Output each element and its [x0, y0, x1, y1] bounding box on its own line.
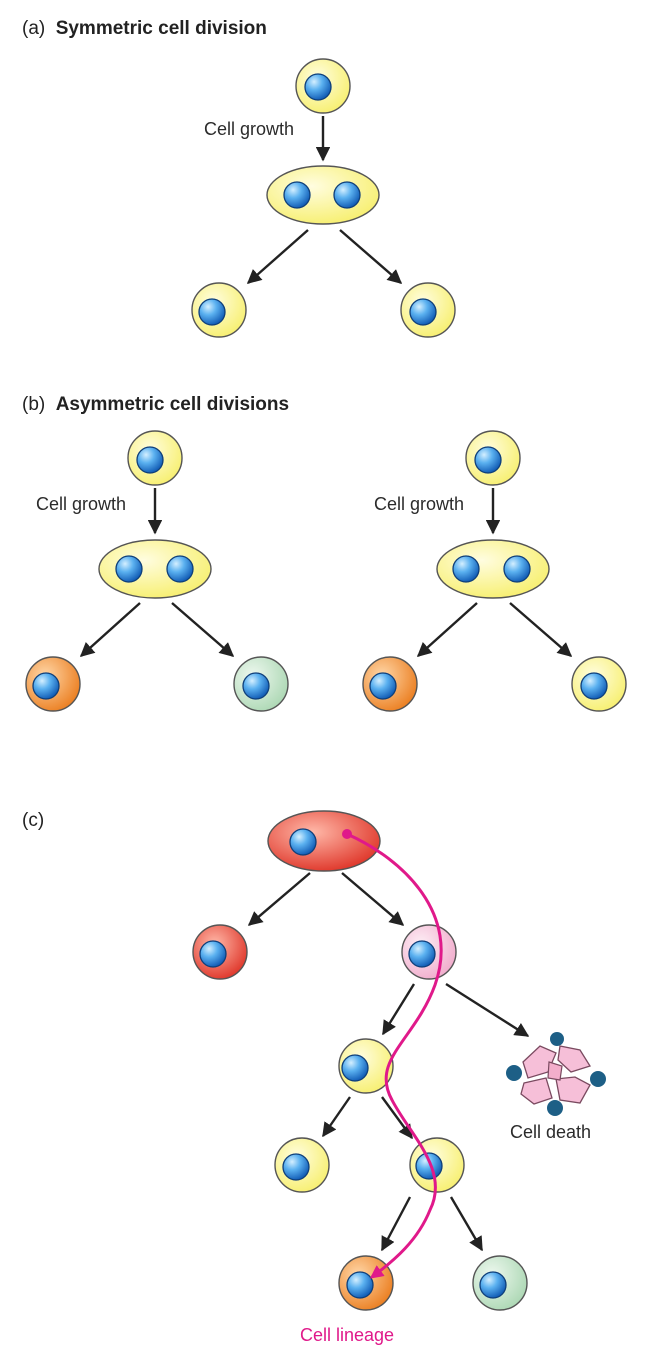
- division-arrow-c-6: [381, 1096, 413, 1140]
- cell-yellow-left: [274, 1137, 330, 1193]
- growth-label-b-left: Cell growth: [36, 494, 126, 514]
- cell-fragment: [590, 1071, 606, 1087]
- panel-b-header: (b) Asymmetric cell divisions: [22, 394, 289, 415]
- panel-a-title: Symmetric cell division: [56, 18, 267, 39]
- division-arrow-c-7: [380, 1196, 412, 1252]
- parent-cell-b-right: [465, 430, 521, 486]
- division-arrow-b-right-1: [416, 602, 478, 657]
- parent-cell-b-left: [127, 430, 183, 486]
- growth-label-b-right: Cell growth: [374, 494, 464, 514]
- division-arrow-c-4: [445, 982, 530, 1038]
- nucleus: [341, 1054, 369, 1082]
- nucleus: [166, 555, 194, 583]
- nucleus: [242, 672, 270, 700]
- nucleus: [283, 181, 311, 209]
- nucleus: [333, 181, 361, 209]
- cell-fragment: [506, 1065, 522, 1081]
- panel-b-title: Asymmetric cell divisions: [56, 394, 289, 415]
- nucleus: [198, 298, 226, 326]
- nucleus: [346, 1271, 374, 1299]
- division-arrow-b-left-1: [79, 602, 141, 657]
- cell-fragment: [547, 1100, 563, 1116]
- cell-lineage-label: Cell lineage: [300, 1325, 394, 1345]
- nucleus: [115, 555, 143, 583]
- panel-b: (b) Asymmetric cell divisions Cell growt…: [22, 394, 627, 712]
- root-cell-red: [267, 810, 381, 872]
- division-arrow-b-left-2: [171, 602, 235, 657]
- nucleus: [409, 298, 437, 326]
- final-cell-orange: [338, 1255, 394, 1311]
- panel-c-prefix: (c): [22, 810, 44, 831]
- panel-a: (a) Symmetric cell division Cell growth: [22, 18, 456, 338]
- nucleus: [289, 828, 317, 856]
- cell-fragment: [550, 1032, 564, 1046]
- panel-a-prefix: (a): [22, 18, 45, 39]
- daughter-cell-pink: [401, 924, 457, 980]
- division-arrow-c-3: [381, 983, 416, 1036]
- nucleus: [452, 555, 480, 583]
- nucleus: [580, 672, 608, 700]
- daughter-cell-b-left-orange: [25, 656, 81, 712]
- division-arrow-c-1: [247, 872, 311, 926]
- growing-cell-b-right: [436, 539, 550, 599]
- division-arrow-c-2: [341, 872, 405, 926]
- cell-death-label: Cell death: [510, 1122, 591, 1142]
- parent-cell-a: [295, 58, 351, 114]
- division-arrow-c-8: [449, 1196, 484, 1252]
- panel-c: (c): [22, 810, 606, 1345]
- division-arrow-a-right: [339, 229, 403, 284]
- nucleus: [408, 940, 436, 968]
- lineage-path: [346, 832, 443, 1279]
- nucleus: [32, 672, 60, 700]
- nucleus: [415, 1152, 443, 1180]
- nucleus: [479, 1271, 507, 1299]
- nucleus: [369, 672, 397, 700]
- daughter-cell-a-right: [400, 282, 456, 338]
- daughter-cell-b-right-yellow: [571, 656, 627, 712]
- final-cell-green: [472, 1255, 528, 1311]
- division-arrow-c-5: [322, 1096, 351, 1138]
- panel-a-header: (a) Symmetric cell division: [22, 18, 267, 39]
- daughter-cell-a-left: [191, 282, 247, 338]
- dying-cell: [506, 1032, 606, 1116]
- growing-cell-b-left: [98, 539, 212, 599]
- nucleus: [282, 1153, 310, 1181]
- growth-label-a: Cell growth: [204, 119, 294, 139]
- nucleus: [199, 940, 227, 968]
- division-arrow-b-right-2: [509, 602, 573, 657]
- growing-cell-a: [266, 165, 380, 225]
- nucleus: [304, 73, 332, 101]
- daughter-cell-red: [192, 924, 248, 980]
- nucleus: [136, 446, 164, 474]
- nucleus: [503, 555, 531, 583]
- cell-yellow-right: [409, 1137, 465, 1193]
- nucleus: [474, 446, 502, 474]
- daughter-cell-b-right-orange: [362, 656, 418, 712]
- intermediate-cell-yellow: [338, 1038, 394, 1094]
- panel-b-prefix: (b): [22, 394, 45, 415]
- division-arrow-a-left: [246, 229, 309, 284]
- daughter-cell-b-left-green: [233, 656, 289, 712]
